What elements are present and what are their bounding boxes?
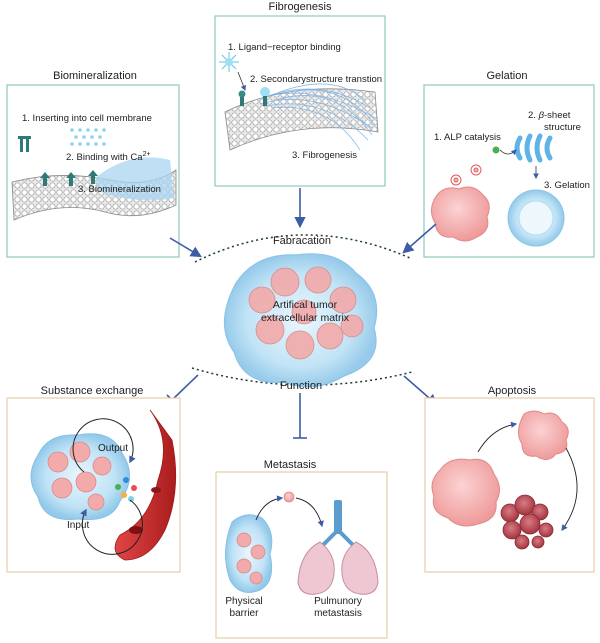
receptor-icon <box>18 136 98 186</box>
matrix-label-line1: Artifical tumor <box>273 299 338 311</box>
gelation-step-1: 1. ALP catalysis <box>434 132 501 143</box>
biomin-step-3: 3. Biomineralization <box>78 184 161 195</box>
gelation-step-2: 2. β-sheet <box>528 110 571 121</box>
panel-apoptosis: Apoptosis <box>424 385 595 573</box>
micelle-icon <box>450 164 482 186</box>
matrix-blob <box>225 514 273 593</box>
red-blood-cell <box>151 487 161 493</box>
alp-arrow <box>499 149 517 156</box>
function-label: Function <box>280 380 322 392</box>
receptor-icon <box>238 87 270 106</box>
apoptosis-arrow <box>477 421 518 453</box>
tumor-cells <box>236 532 266 585</box>
barrier-label-line2: barrier <box>230 608 260 619</box>
fibro-step-1: 1. Ligand−receptor binding <box>228 42 341 53</box>
apoptosis-arrow <box>561 447 578 532</box>
tumor-cell-cluster <box>248 266 364 360</box>
calcium-dots <box>70 128 106 146</box>
fabrication-label: Fabracation <box>273 235 331 247</box>
exchange-loop-arrow <box>80 499 143 555</box>
binding-arrow <box>237 71 246 92</box>
inhibit-substance-exchange <box>171 374 199 401</box>
fibrogenesis-title: Fibrogenesis <box>269 1 332 13</box>
fabrication-dotted-arc <box>194 234 411 263</box>
blood-vessel <box>114 409 177 561</box>
gelation-title: Gelation <box>487 70 528 82</box>
output-label: Output <box>98 443 128 454</box>
red-blood-cell <box>129 526 143 534</box>
tumor-cells <box>47 441 112 511</box>
beta-sheet-icon <box>514 133 553 163</box>
barrier-label-line1: Physical <box>225 596 262 607</box>
biomin-title: Biomineralization <box>53 70 137 82</box>
gelation-step-3: 3. Gelation <box>544 180 590 191</box>
substance-exchange-title: Substance exchange <box>41 385 144 397</box>
center-fabrication: Fabracation Artifical tumor extracellula… <box>191 234 413 392</box>
escaping-tumor-cell <box>283 491 295 503</box>
arrow-gelation-to-center <box>402 223 437 254</box>
pulmonary-label-line2: metastasis <box>314 608 362 619</box>
gelation-step-2-line2: structure <box>544 122 581 133</box>
blebbing-tumor-cell <box>518 410 569 460</box>
metastasis-title: Metastasis <box>264 459 317 471</box>
panel-gelation: Gelation 1. ALP catalysis 2. β-sheet str… <box>423 70 595 258</box>
biomin-step-2: 2. Binding with Ca2+ <box>66 151 151 163</box>
fibro-step-2: 2. Secondarystructure transtion <box>250 74 382 85</box>
panel-substance-exchange: Substance exchange Output Input <box>6 385 181 573</box>
tumor-cell-icon <box>431 186 490 242</box>
healthy-tumor-cell <box>431 458 500 527</box>
biomin-step-1: 1. Inserting into cell membrane <box>22 113 152 124</box>
gel-encapsulated-cell <box>518 200 554 236</box>
panel-fibrogenesis: Fibrogenesis 1. Ligand−receptor binding … <box>214 1 386 187</box>
mineral-layer <box>95 157 174 201</box>
lungs-icon <box>297 500 379 595</box>
flow-arrows <box>166 188 438 439</box>
matrix-label-line2: extracellular matrix <box>261 312 350 324</box>
apoptotic-bodies <box>500 494 554 550</box>
arrow-biomin-to-center <box>169 237 202 258</box>
fibro-step-3: 3. Fibrogenesis <box>292 150 357 161</box>
ligand-burst-icon <box>219 52 239 72</box>
panel-metastasis: Metastasis Physical barrier Pulmunory me… <box>215 459 388 639</box>
fibers <box>254 83 376 151</box>
migration-arrow <box>295 497 324 528</box>
migration-arrow <box>255 495 284 521</box>
apoptosis-title: Apoptosis <box>488 385 537 397</box>
pulmonary-label-line1: Pulmunory <box>314 596 362 607</box>
exchange-loop-arrow <box>72 418 136 473</box>
molecules <box>115 477 137 502</box>
input-label: Input <box>67 520 89 531</box>
panel-biomineralization: Biomineralization 1. Inserting into cell… <box>6 70 180 258</box>
alp-molecule <box>492 146 500 154</box>
